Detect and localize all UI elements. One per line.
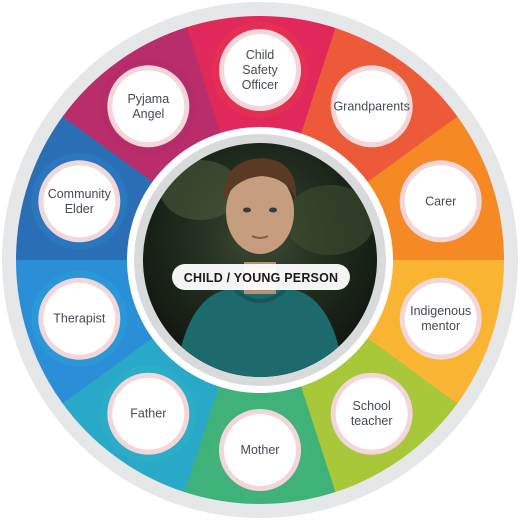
node-disc [335, 377, 408, 450]
node-label: Father [130, 407, 166, 421]
node-label: Safety [242, 63, 278, 77]
node-label: Indigenous [410, 304, 471, 318]
node-disc [335, 70, 408, 143]
node-disc [112, 70, 185, 143]
node-label: Therapist [53, 312, 106, 326]
node-disc [404, 282, 477, 355]
node-disc [404, 165, 477, 238]
child-photo [143, 143, 377, 377]
node-disc [224, 34, 296, 106]
node-grandparents: Grandparents [323, 58, 420, 155]
node-label: teacher [351, 414, 393, 428]
node-label: Elder [65, 202, 94, 216]
node-disc [43, 282, 116, 355]
role-nodes: ChildSafetyOfficerGrandparentsCarerIndig… [31, 22, 489, 498]
node-therapist: Therapist [31, 270, 128, 367]
node-disc [112, 377, 185, 450]
center-label: CHILD / YOUNG PERSON [184, 271, 338, 285]
node-label: Officer [242, 78, 279, 92]
node-disc [224, 414, 296, 486]
node-label: Mother [241, 443, 280, 457]
node-mother: Mother [212, 402, 308, 498]
node-label: Angel [132, 107, 164, 121]
node-disc [43, 165, 116, 238]
node-label: Pyjama [127, 92, 169, 106]
center-label-pill: CHILD / YOUNG PERSON [172, 264, 350, 290]
node-label: School [353, 399, 391, 413]
node-label: Community [48, 187, 112, 201]
node-label: Grandparents [333, 99, 409, 113]
node-father: Father [100, 365, 197, 462]
node-carer: Carer [392, 153, 489, 250]
node-label: Carer [425, 194, 456, 208]
node-label: Child [246, 48, 275, 62]
node-label: mentor [421, 319, 460, 333]
